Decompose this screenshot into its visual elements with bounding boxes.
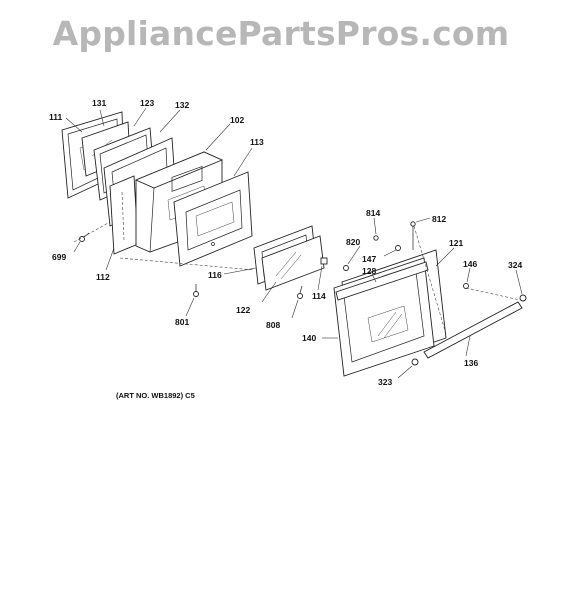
callout-323: 323 [378, 377, 392, 387]
screw-814 [373, 235, 379, 241]
screw-820 [343, 265, 349, 271]
part-114-clip [320, 257, 328, 265]
part-324-end-cap [519, 294, 527, 302]
screw-808 [297, 285, 303, 299]
callout-131: 131 [92, 98, 106, 108]
callout-128: 128 [362, 266, 376, 276]
watermark: AppliancePartsPros.com [52, 14, 510, 53]
washer-147 [395, 245, 401, 251]
callout-147: 147 [362, 254, 376, 264]
art-number-caption: (ART NO. WB1892) C5 [116, 391, 195, 400]
callout-116: 116 [208, 270, 222, 280]
callout-140: 140 [302, 333, 316, 343]
callout-812: 812 [432, 214, 446, 224]
part-128-trim [335, 261, 429, 301]
screw-801 [193, 284, 199, 297]
callout-808: 808 [266, 320, 280, 330]
callout-820: 820 [346, 237, 360, 247]
part-323-end-cap [411, 358, 419, 366]
callout-123: 123 [140, 98, 154, 108]
callout-136: 136 [464, 358, 478, 368]
callout-801: 801 [175, 317, 189, 327]
callout-113: 113 [250, 137, 264, 147]
callout-699: 699 [52, 252, 66, 262]
part-113-inner-panel [173, 171, 253, 267]
callout-114: 114 [312, 291, 326, 301]
callout-121: 121 [449, 238, 463, 248]
callout-814: 814 [366, 208, 380, 218]
callout-132: 132 [175, 100, 189, 110]
part-136-handle [423, 301, 523, 359]
part-146-cap [463, 283, 469, 289]
callout-324: 324 [508, 260, 522, 270]
part-112-side-strip [109, 175, 139, 255]
callout-102: 102 [230, 115, 244, 125]
callout-146: 146 [463, 259, 477, 269]
screw-812 [410, 221, 416, 250]
part-122-window-glass [261, 235, 325, 291]
callout-122: 122 [236, 305, 250, 315]
callout-112: 112 [96, 272, 110, 282]
callout-111: 111 [49, 112, 63, 122]
